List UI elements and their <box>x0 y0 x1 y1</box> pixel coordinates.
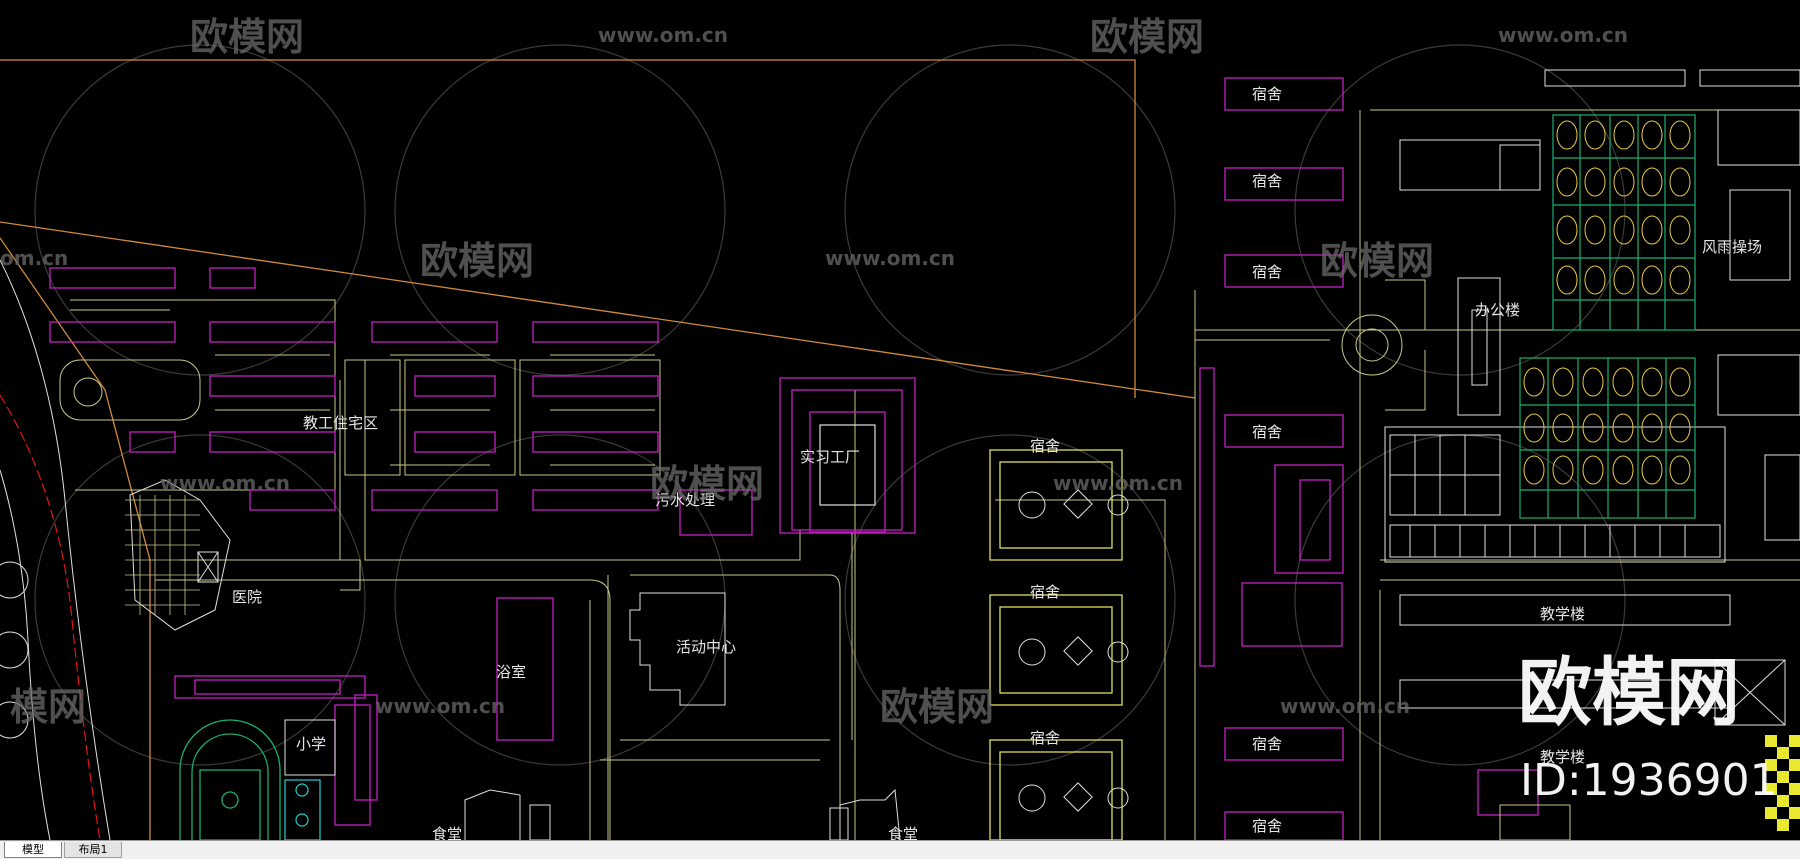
label-dorm-center-2: 宿舍 <box>1030 583 1060 601</box>
label-dorm-right-1: 宿舍 <box>1252 85 1282 103</box>
label-primary-school: 小学 <box>296 735 326 753</box>
watermark-text: 欧模网 欧模网 欧模网 欧模网 欧模网 欧模网 模网 www.om.cn www… <box>0 15 1628 729</box>
watermark-brand-6: 欧模网 <box>880 685 994 729</box>
watermark-url-5: www.om.cn <box>375 694 505 718</box>
watermark-url-7: www.om.cn <box>160 471 290 495</box>
label-hospital: 医院 <box>232 588 262 606</box>
site-boundary <box>0 59 1196 840</box>
teaching-grid-ticks <box>1390 435 1686 557</box>
red-curves <box>0 394 101 840</box>
watermark-url-6: www.om.cn <box>1280 694 1410 718</box>
sports-courts <box>1519 114 1696 519</box>
watermark-brand-5: 欧模网 <box>650 462 764 506</box>
layout-tab-strip: 模型 布局1 <box>0 840 1800 859</box>
right-dorms <box>1199 77 1344 840</box>
label-canteen-right: 食堂 <box>888 825 918 840</box>
checker-pattern <box>1765 735 1800 831</box>
activity-center <box>629 592 726 706</box>
label-staff-housing: 教工住宅区 <box>303 414 378 432</box>
label-dorm-right-6: 宿舍 <box>1252 817 1282 835</box>
label-bathroom: 浴室 <box>496 663 526 681</box>
watermark-url-2: www.om.cn <box>1498 23 1628 47</box>
staff-housing-blocks <box>49 267 753 536</box>
watermark-brand-7: 模网 <box>10 685 86 729</box>
canteens <box>464 788 901 840</box>
watermark-brand-1: 欧模网 <box>190 15 304 59</box>
label-sewage: 污水处理 <box>655 491 715 509</box>
left-road-curves <box>0 259 111 840</box>
cad-drawing-canvas[interactable]: 教工住宅区 污水处理 实习工厂 医院 浴室 活动中心 小学 食堂 食堂 宿舍 宿… <box>0 0 1800 840</box>
overlay-id: ID:1936901 <box>1520 755 1778 806</box>
label-dorm-right-4: 宿舍 <box>1252 423 1282 441</box>
factory <box>779 377 916 534</box>
watermark-url-1: www.om.cn <box>598 23 728 47</box>
housing-paths <box>70 299 661 476</box>
court-ovals <box>1523 120 1691 485</box>
label-dorm-center-3: 宿舍 <box>1030 729 1060 747</box>
watermark-brand-2: 欧模网 <box>1090 15 1204 59</box>
label-dorm-right-5: 宿舍 <box>1252 735 1282 753</box>
running-track <box>179 719 281 840</box>
label-office: 办公楼 <box>1475 301 1520 319</box>
roads <box>59 109 1800 840</box>
right-dorm-white <box>1399 69 1800 709</box>
overlay-brand-name: 欧模网 <box>1518 650 1740 736</box>
watermark-url-3: www.om.cn <box>825 246 955 270</box>
center-dorms <box>989 449 1123 840</box>
label-dorm-right-2: 宿舍 <box>1252 172 1282 190</box>
label-factory: 实习工厂 <box>800 448 860 466</box>
watermark-url-8: om.cn <box>0 246 68 270</box>
basketball-court <box>284 779 321 840</box>
label-dorm-center-1: 宿舍 <box>1030 437 1060 455</box>
label-rain-playground: 风雨操场 <box>1702 238 1762 256</box>
label-dorm-right-3: 宿舍 <box>1252 263 1282 281</box>
right-edge-features <box>1714 659 1786 726</box>
overlay-brand: 欧模网 ID:1936901 <box>1518 650 1778 806</box>
label-activity-center: 活动中心 <box>676 638 736 656</box>
drawing-labels: 教工住宅区 污水处理 实习工厂 医院 浴室 活动中心 小学 食堂 食堂 宿舍 宿… <box>232 85 1762 840</box>
bathroom <box>496 597 554 741</box>
label-teaching-1: 教学楼 <box>1540 605 1585 623</box>
center-dorm-circles <box>1018 489 1129 812</box>
watermark-brand-3: 欧模网 <box>420 239 534 283</box>
tab-model[interactable]: 模型 <box>4 842 62 858</box>
watermark-brand-4: 欧模网 <box>1320 239 1434 283</box>
label-canteen-left: 食堂 <box>432 825 462 840</box>
watermark-url-4: www.om.cn <box>1053 471 1183 495</box>
primary-school <box>174 675 378 826</box>
label-teaching-2: 教学楼 <box>1540 748 1585 766</box>
tab-layout-1[interactable]: 布局1 <box>64 842 122 858</box>
hospital-grid <box>125 495 200 615</box>
